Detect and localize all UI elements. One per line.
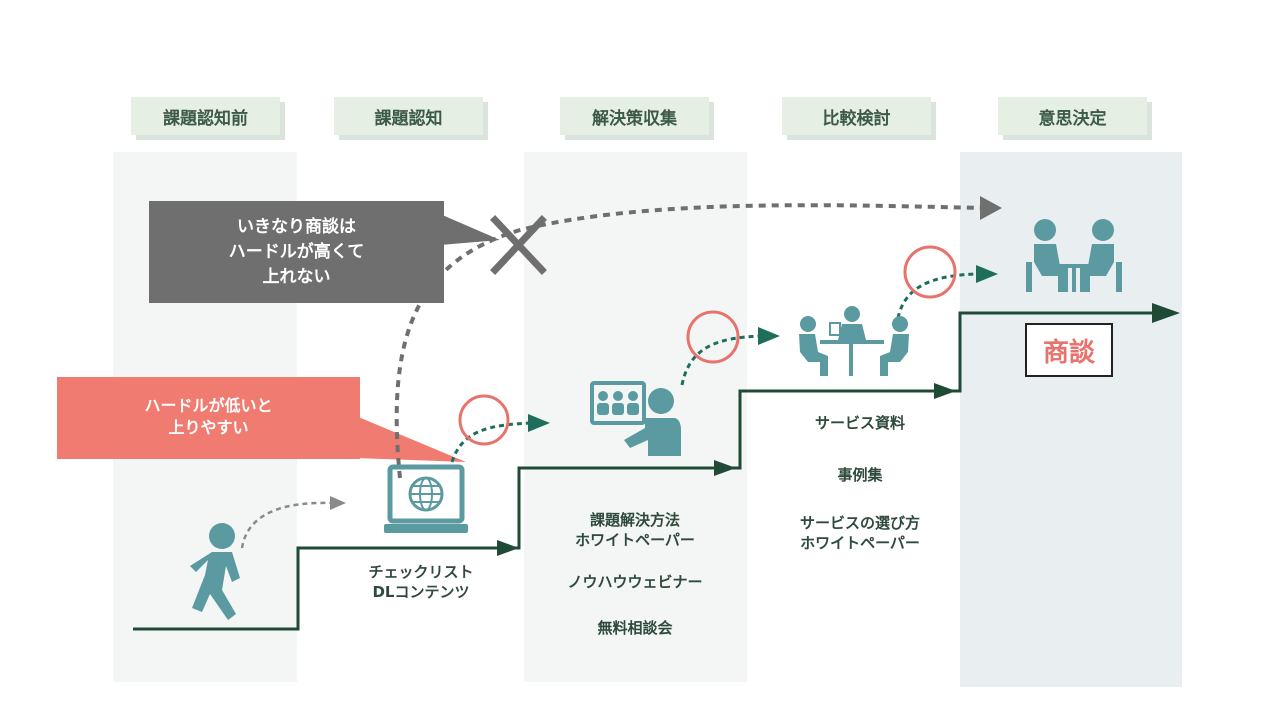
- spacer: [760, 433, 960, 465]
- awareness-contents: チェックリスト DLコンテンツ: [346, 562, 496, 602]
- comparison-dotted-arrow: [896, 272, 979, 319]
- awareness-arrowhead: [528, 414, 550, 432]
- runner-icon: [190, 523, 240, 620]
- spacer: [540, 550, 730, 572]
- comparison-arrowhead: [976, 265, 998, 283]
- solution-contents: 課題解決方法 ホワイトペーパー ノウハウウェビナー 無料相談会: [540, 510, 730, 638]
- stage-decision: 意思決定: [998, 97, 1147, 135]
- column-solution-bg: [524, 152, 747, 682]
- step-arrow-2: [714, 460, 736, 476]
- awareness-dotted-arrow: [450, 421, 531, 463]
- stage-comparison: 比較検討: [782, 97, 931, 135]
- step-arrow-4: [1152, 303, 1180, 323]
- solution-ok-circle: [686, 310, 740, 364]
- meeting-table-icon: [799, 306, 909, 376]
- solution-content-line-2: ホワイトペーパー: [575, 531, 695, 549]
- awareness-content-line-2: DLコンテンツ: [372, 583, 470, 601]
- callout-high-hurdle: [149, 201, 500, 303]
- runner-dotted-arrow: [240, 501, 331, 549]
- callout-low-hurdle-line-2: 上りやすい: [168, 418, 249, 437]
- comparison-content-line-2: 事例集: [837, 466, 883, 484]
- step-arrow-3: [934, 383, 956, 399]
- laptop-globe-icon: [384, 464, 468, 533]
- callout-low-hurdle: [57, 377, 466, 462]
- webinar-presenter-icon: [590, 381, 681, 456]
- comparison-content-line-3: サービスの選び方: [799, 514, 920, 532]
- callout-low-hurdle-text: ハードルが低いと 上りやすい: [57, 395, 360, 439]
- stage-solution-gathering: 解決策収集: [560, 97, 709, 135]
- solution-content-line-1: 課題解決方法: [589, 511, 680, 529]
- callout-low-hurdle-line-1: ハードルが低いと: [144, 396, 273, 415]
- callout-high-hurdle-line-3: 上れない: [262, 267, 331, 287]
- stage-pre-awareness: 課題認知前: [131, 97, 280, 135]
- callout-high-hurdle-line-1: いきなり商談は: [237, 217, 356, 237]
- column-decision-bg: [960, 152, 1182, 687]
- callout-high-hurdle-text: いきなり商談は ハードルが高くて 上れない: [149, 215, 444, 290]
- awareness-content-line-1: チェックリスト: [368, 563, 474, 581]
- runner-arrowhead: [330, 496, 346, 510]
- blocked-x-icon: [490, 215, 547, 275]
- deal-label-box: 商談: [1025, 323, 1113, 377]
- spacer: [540, 592, 730, 618]
- direct-deal-dotted-arrow: [394, 203, 986, 479]
- solution-content-line-4: 無料相談会: [597, 619, 673, 637]
- awareness-ok-circle: [458, 394, 510, 446]
- stage-awareness: 課題認知: [334, 97, 483, 135]
- comparison-content-line-1: サービス資料: [814, 414, 905, 432]
- comparison-ok-circle: [903, 245, 957, 299]
- callout-high-hurdle-line-2: ハードルが高くて: [228, 242, 365, 262]
- step-arrow-1: [497, 540, 519, 556]
- deal-meeting-icon: [1026, 219, 1122, 292]
- solution-dotted-arrow: [680, 334, 761, 386]
- direct-deal-arrowhead: [980, 196, 1002, 220]
- comparison-contents: サービス資料 事例集 サービスの選び方 ホワイトペーパー: [760, 413, 960, 553]
- solution-content-line-3: ノウハウウェビナー: [567, 573, 703, 591]
- spacer: [760, 485, 960, 513]
- comparison-content-line-4: ホワイトペーパー: [800, 534, 920, 552]
- solution-arrowhead: [758, 327, 780, 345]
